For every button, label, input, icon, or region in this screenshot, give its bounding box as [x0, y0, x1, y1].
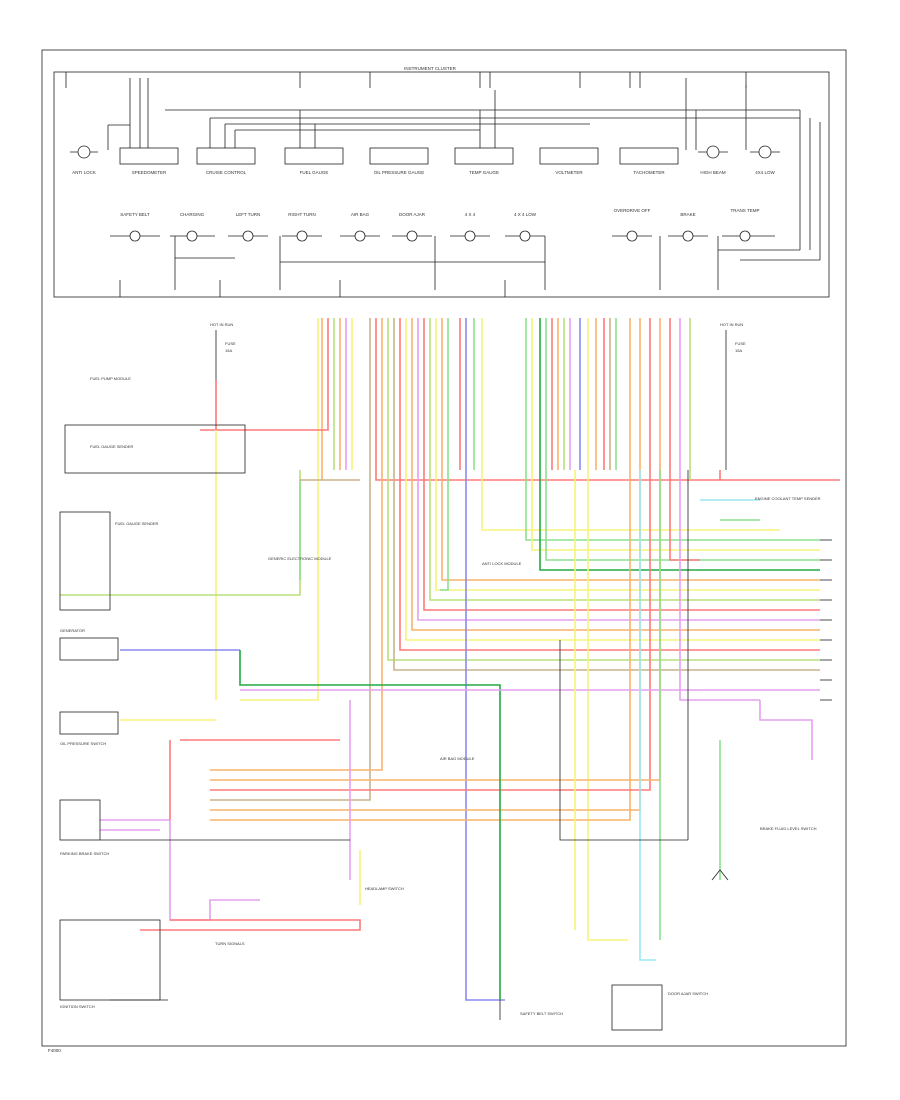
gauge-label-oil: OIL PRESSURE GAUGE	[374, 170, 425, 175]
component-parking-brake-switch: PARKING BRAKE SWITCH	[59, 799, 109, 856]
wire-harness	[60, 318, 840, 1001]
footer-code: F4000	[48, 1048, 61, 1053]
temp-gauge	[454, 147, 514, 165]
label-headlamp-switch: HEADLAMP SWITCH	[365, 886, 404, 891]
svg-text:OVERDRIVE OFF: OVERDRIVE OFF	[614, 208, 651, 213]
svg-text:HOT IN RUN: HOT IN RUN	[720, 322, 743, 327]
svg-text:AIR BAG: AIR BAG	[351, 212, 370, 217]
svg-text:FUEL GAUGE SENDER: FUEL GAUGE SENDER	[115, 521, 159, 526]
svg-text:DOOR AJAR SWITCH: DOOR AJAR SWITCH	[668, 991, 708, 996]
component-fuel-sender: FUEL GAUGE SENDER	[59, 511, 159, 611]
voltmeter-gauge	[539, 147, 599, 165]
cluster-box	[53, 71, 830, 298]
svg-text:LEFT TURN: LEFT TURN	[236, 212, 261, 217]
fuse-left: HOT IN RUN FUSE 15A	[210, 322, 236, 380]
fuel-gauge	[284, 147, 344, 165]
svg-text:SAFETY BELT: SAFETY BELT	[120, 212, 150, 217]
svg-text:FUEL GAUGE SENDER: FUEL GAUGE SENDER	[90, 444, 134, 449]
component-fuel-pump-module: FUEL PUMP MODULE FUEL GAUGE SENDER	[64, 376, 246, 474]
svg-text:FUEL PUMP MODULE: FUEL PUMP MODULE	[90, 376, 131, 381]
component-temp-sender: ENGINE COOLANT TEMP SENDER	[755, 496, 821, 501]
gauge-label-cruise: CRUISE CONTROL	[206, 170, 247, 175]
svg-text:4 X 4 LOW: 4 X 4 LOW	[514, 212, 537, 217]
svg-text:PARKING BRAKE SWITCH: PARKING BRAKE SWITCH	[60, 851, 109, 856]
svg-text:OIL PRESSURE SWITCH: OIL PRESSURE SWITCH	[60, 741, 106, 746]
diagram-frame	[41, 49, 847, 1047]
svg-text:TRANS TEMP: TRANS TEMP	[731, 208, 760, 213]
svg-text:RIGHT TURN: RIGHT TURN	[288, 212, 316, 217]
label-gem: GENERIC ELECTRONIC MODULE	[268, 556, 332, 561]
ground-line	[559, 640, 688, 841]
svg-text:IGNITION SWITCH: IGNITION SWITCH	[60, 1004, 95, 1009]
fuse-right: HOT IN RUN FUSE 15A	[720, 322, 746, 470]
indicator-high-beam: HIGH BEAM	[698, 145, 728, 175]
svg-text:CHARGING: CHARGING	[180, 212, 205, 217]
svg-text:BRAKE FLUID LEVEL SWITCH: BRAKE FLUID LEVEL SWITCH	[760, 826, 817, 831]
svg-text:HIGH BEAM: HIGH BEAM	[700, 170, 726, 175]
gauge-label-voltmeter: VOLTMETER	[555, 170, 583, 175]
label-turn-signals: TURN SIGNALS	[215, 941, 245, 946]
component-door-ajar-switch: DOOR AJAR SWITCH	[611, 984, 708, 1031]
lower-lamp-row: SAFETY BELT CHARGING LEFT TURN RIGHT TUR…	[110, 208, 775, 242]
svg-text:ANTI LOCK: ANTI LOCK	[72, 170, 96, 175]
cluster-label: INSTRUMENT CLUSTER	[404, 66, 456, 71]
label-anti-lock-module: ANTI LOCK MODULE	[482, 561, 522, 566]
gauge-label-speedometer: SPEEDOMETER	[132, 170, 167, 175]
tachometer-gauge	[619, 147, 679, 165]
svg-text:SAFETY BELT SWITCH: SAFETY BELT SWITCH	[520, 1011, 563, 1016]
indicator-anti-lock: ANTI LOCK	[70, 145, 98, 175]
component-brake-fluid-switch: BRAKE FLUID LEVEL SWITCH	[711, 826, 817, 881]
gauge-label-tachometer: TACHOMETER	[633, 170, 665, 175]
svg-text:GENERATOR: GENERATOR	[60, 628, 85, 633]
svg-text:FUSE: FUSE	[225, 341, 236, 346]
svg-text:FUSE: FUSE	[735, 341, 746, 346]
label-air-bag-module: AIR BAG MODULE	[440, 756, 475, 761]
cruise-control-gauge	[196, 147, 256, 165]
svg-text:4X4 LOW: 4X4 LOW	[755, 170, 775, 175]
gauge-label-fuel: FUEL GAUGE	[300, 170, 329, 175]
component-oil-pressure-switch: OIL PRESSURE SWITCH	[59, 711, 119, 746]
oil-pressure-gauge	[369, 147, 429, 165]
svg-text:HOT IN RUN: HOT IN RUN	[210, 322, 233, 327]
component-safety-belt-switch: SAFETY BELT SWITCH	[499, 1000, 563, 1020]
svg-text:ENGINE COOLANT TEMP SENDER: ENGINE COOLANT TEMP SENDER	[755, 496, 821, 501]
svg-text:4 X 4: 4 X 4	[465, 212, 476, 217]
indicator-4x4-low: 4X4 LOW	[750, 145, 780, 175]
svg-text:BRAKE: BRAKE	[680, 212, 695, 217]
instrument-cluster: INSTRUMENT CLUSTER	[53, 66, 830, 298]
gauge-label-temp: TEMP GAUGE	[469, 170, 499, 175]
svg-text:15A: 15A	[735, 348, 742, 353]
right-terminals	[820, 539, 832, 701]
component-generator: GENERATOR	[59, 628, 119, 661]
component-ignition-switch: IGNITION SWITCH	[59, 919, 161, 1009]
speedometer-gauge	[119, 147, 179, 165]
svg-text:DOOR AJAR: DOOR AJAR	[399, 212, 426, 217]
svg-text:15A: 15A	[225, 348, 232, 353]
